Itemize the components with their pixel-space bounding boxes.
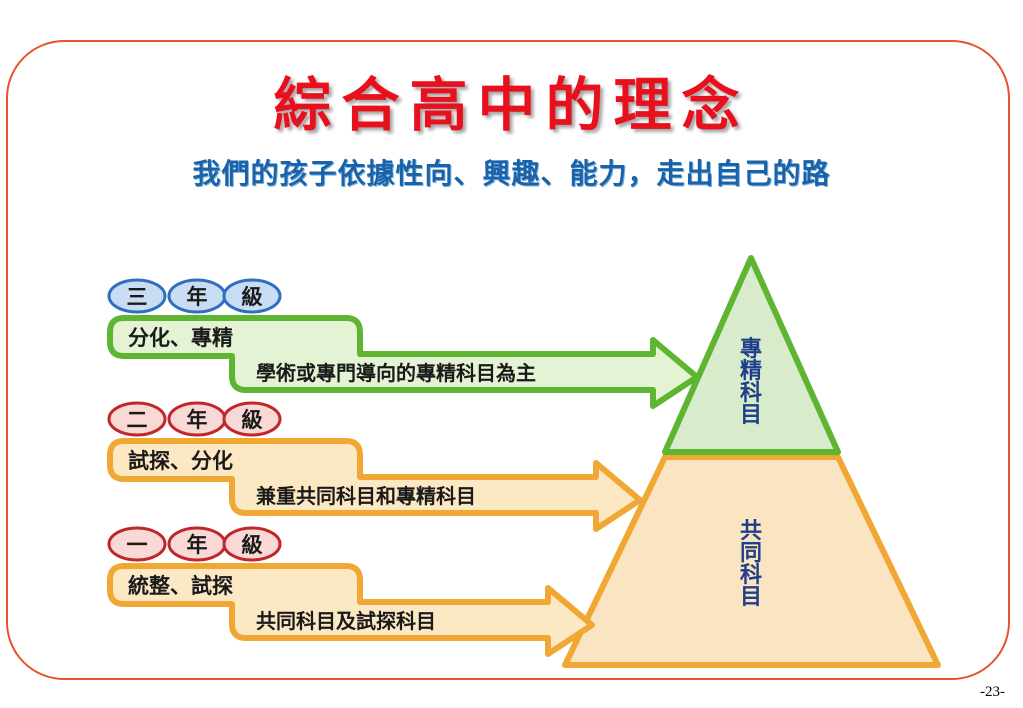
grade-badge: 年 [167, 278, 227, 314]
grade-badge-char: 一 [127, 533, 148, 557]
slide-frame [6, 40, 1010, 680]
grade-badge: 級 [222, 401, 282, 437]
grade-badge: 年 [167, 401, 227, 437]
level-description: 共同科目及試探科目 [256, 609, 436, 633]
grade-badge: 二 [107, 401, 167, 437]
slide-title: 綜合高中的理念 [273, 71, 750, 139]
grade-badge-char: 年 [187, 533, 208, 557]
pyramid-bottom-label: 共同科目 [740, 519, 762, 610]
grade-badge-char: 級 [242, 285, 263, 309]
grade-levels: 三年級分化、專精學術或專門導向的專精科目為主二年級試探、分化兼重共同科目和專精科… [107, 278, 700, 657]
grade-badge: 三 [107, 278, 167, 314]
grade-badge-char: 三 [127, 285, 148, 309]
pyramid-top [662, 255, 841, 455]
pyramid-top-label: 專精科目 [740, 336, 762, 428]
pyramid: 專精科目 共同科目 [562, 255, 941, 668]
page-number: -23- [980, 684, 1005, 700]
level-stage-label: 分化、專精 [128, 326, 233, 350]
pyr-top-label-text: 專精科目 [740, 336, 762, 428]
pyr-bottom-label-text: 共同科目 [740, 519, 762, 610]
grade-badge-char: 級 [242, 533, 263, 557]
grade-badge-char: 年 [187, 285, 208, 309]
level-arrow [107, 315, 700, 409]
grade-badge: 一 [107, 526, 167, 562]
level-description: 兼重共同科目和專精科目 [256, 484, 476, 508]
grade-badge-char: 年 [187, 408, 208, 432]
slide-subtitle: 我們的孩子依據性向、興趣、能力，走出自己的路 [192, 157, 831, 190]
level-description: 學術或專門導向的專精科目為主 [256, 361, 536, 385]
grade-badge-char: 級 [242, 408, 263, 432]
level-stage-label: 試探、分化 [128, 449, 233, 473]
grade-badge-char: 二 [127, 408, 148, 432]
level-arrow [107, 563, 595, 657]
grade-badge: 級 [222, 278, 282, 314]
grade-badge: 年 [167, 526, 227, 562]
pyramid-bottom [562, 454, 941, 668]
grade-badge: 級 [222, 526, 282, 562]
level-arrow [107, 438, 643, 532]
level-stage-label: 統整、試探 [128, 574, 233, 598]
